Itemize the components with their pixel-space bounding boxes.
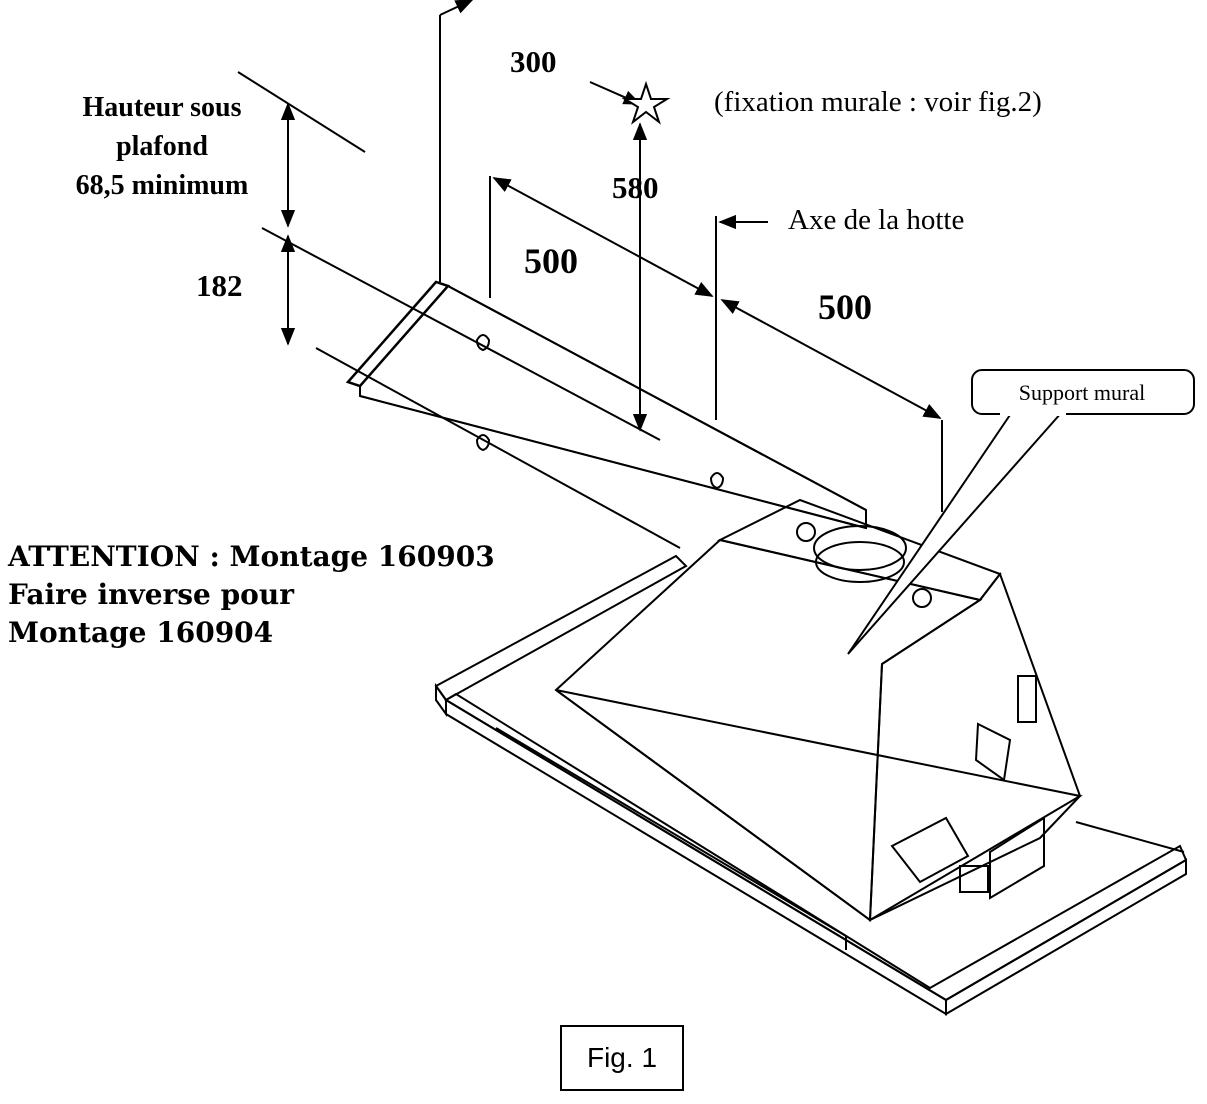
dim-500-right-label: 500	[818, 287, 872, 327]
hauteur-line1: Hauteur sous	[82, 92, 242, 123]
callout-box	[971, 369, 1195, 415]
hauteur-line2: plafond	[116, 131, 208, 162]
dim-500-left-label: 500	[524, 241, 578, 281]
dim-300-label: 300	[510, 44, 557, 79]
dim-500-right-line	[720, 299, 942, 419]
figure-label-text: Fig. 1	[586, 1042, 658, 1073]
dim-182-label: 182	[196, 268, 243, 303]
callout-pointer	[847, 411, 1063, 655]
axis-label: Axe de la hotte	[788, 204, 965, 236]
outlet-collar	[813, 525, 907, 571]
support-mural-label: Support mural	[1018, 380, 1146, 405]
hood-body	[554, 538, 983, 922]
attention-line3: Montage 160904	[8, 616, 274, 649]
fixing-star-icon	[621, 80, 671, 125]
attention-line1: ATTENTION : Montage 160903	[8, 540, 495, 573]
fixation-note: (fixation murale : voir fig.2)	[714, 86, 1042, 118]
figure-label: Fig. 1	[560, 1025, 684, 1091]
attention-note: ATTENTION : Montage 160903 Faire inverse…	[8, 538, 495, 652]
attention-line2: Faire inverse pour	[8, 578, 294, 611]
dim-580-label: 580	[612, 170, 659, 205]
hauteur-line3: 68,5 minimum	[75, 170, 249, 201]
hauteur-sous-plafond-label: Hauteur sous plafond 68,5 minimum	[52, 88, 272, 205]
dim-500-left-line	[492, 177, 714, 297]
wall-bracket	[345, 280, 451, 388]
